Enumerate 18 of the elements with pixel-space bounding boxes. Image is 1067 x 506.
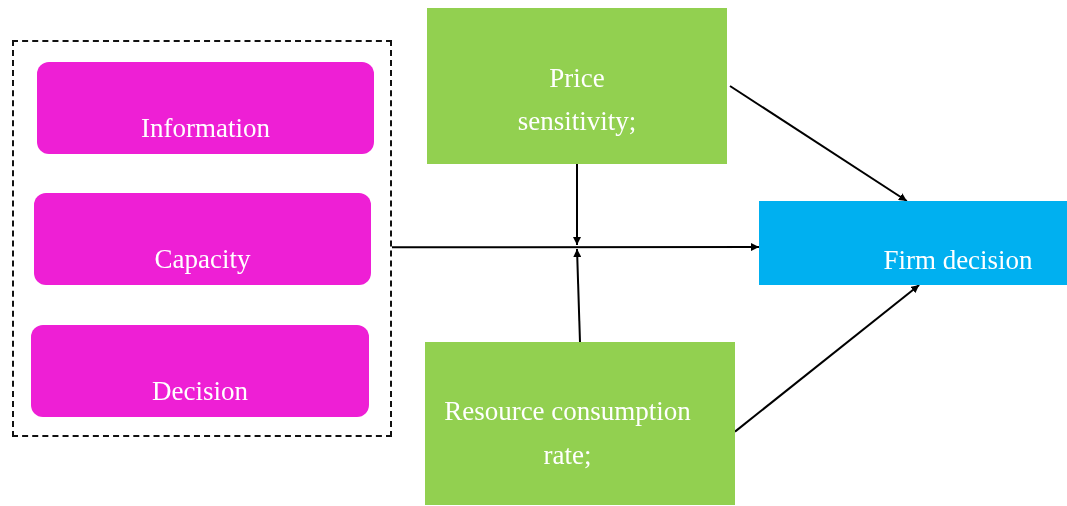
process-box (759, 201, 1067, 285)
rounded-box (31, 325, 369, 417)
rounded-box (34, 193, 371, 285)
arrow (734, 284, 921, 433)
node-label: Decision (152, 376, 248, 407)
dashed-group-box (12, 40, 392, 437)
arrow (391, 243, 760, 252)
arrow (573, 163, 581, 246)
node-label: Information (141, 113, 270, 144)
process-box (427, 8, 727, 164)
arrow (729, 85, 908, 202)
node-label: Resource consumption rate; (443, 395, 692, 472)
node-label: Price sensitivity; (516, 61, 638, 138)
node-label: Capacity (154, 244, 251, 275)
node-label: Firm decision (883, 244, 1033, 278)
arrow (573, 248, 582, 343)
rounded-box (37, 62, 374, 154)
process-box (425, 342, 735, 505)
